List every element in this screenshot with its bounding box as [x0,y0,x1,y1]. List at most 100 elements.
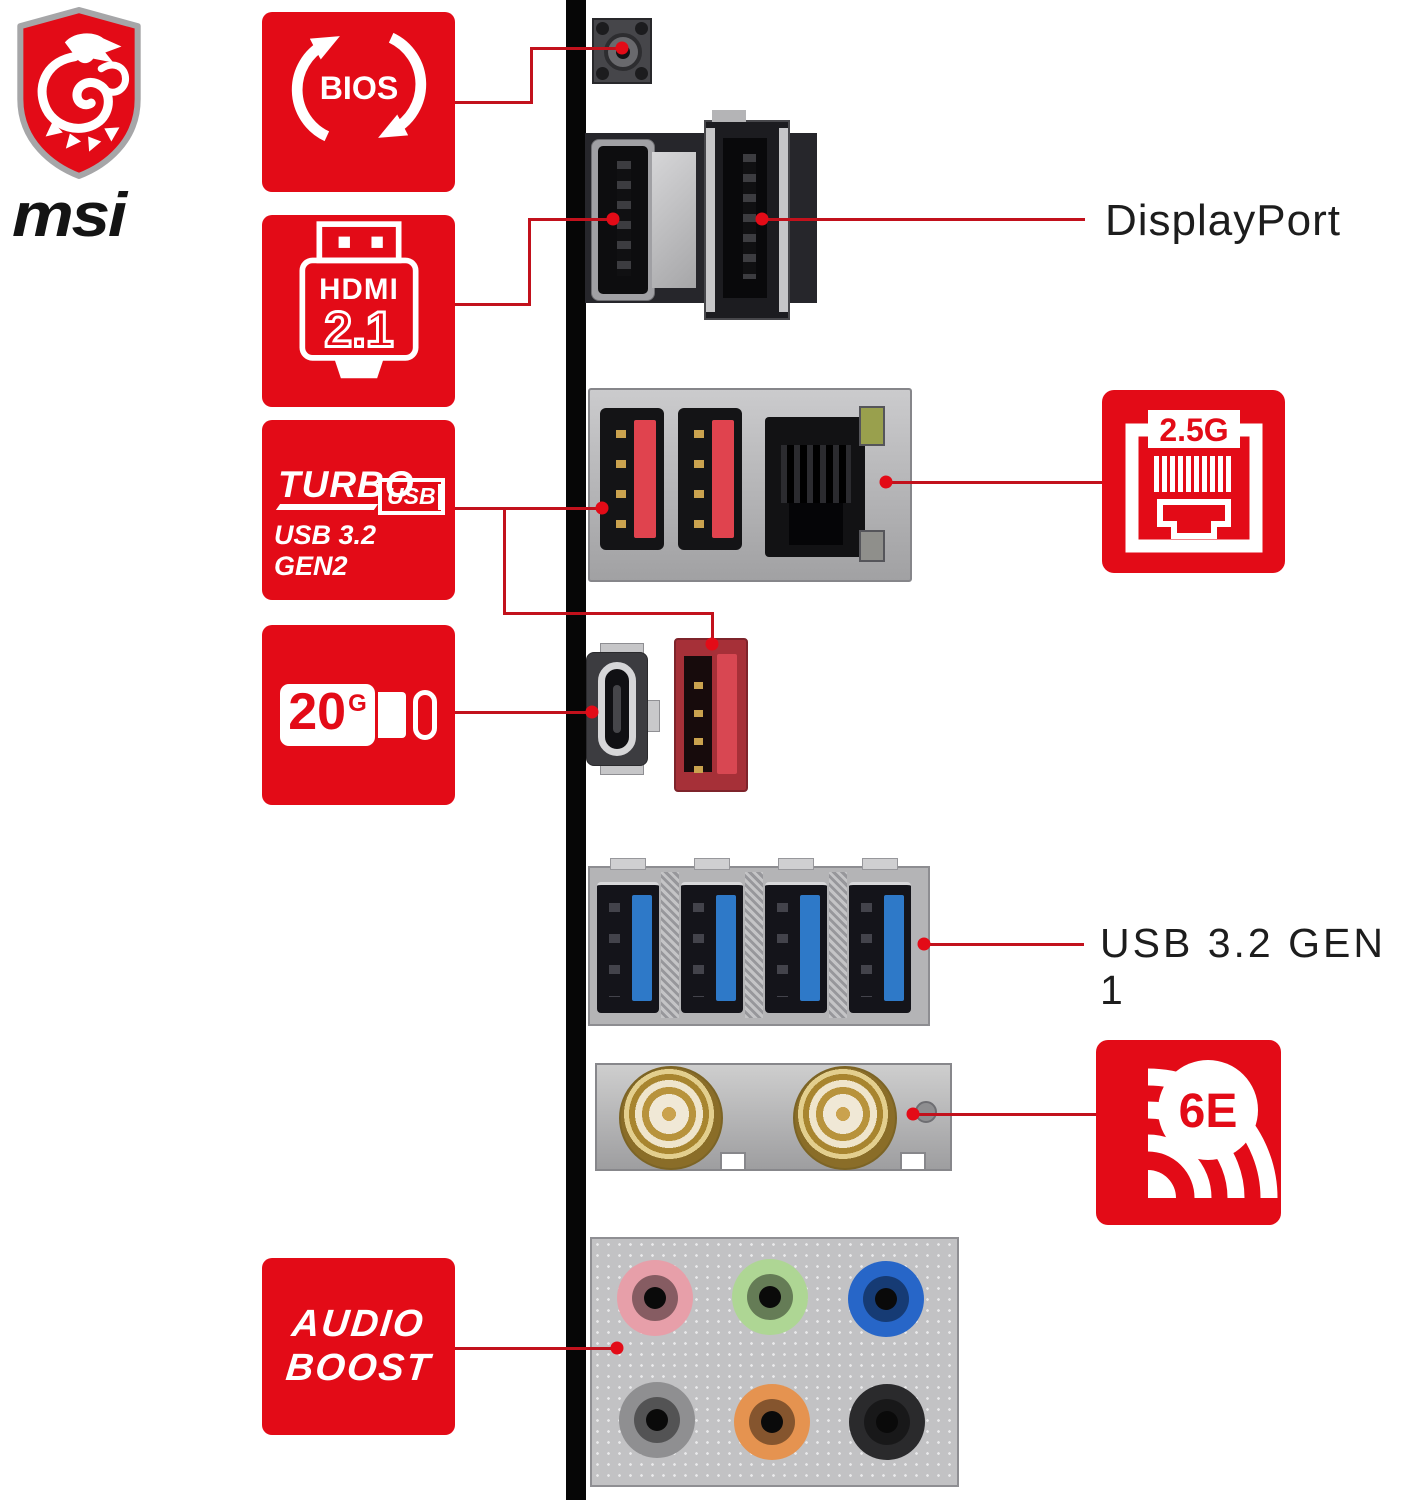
badge-audio-line1: AUDIO [290,1302,428,1345]
usb-shell-tab [778,858,814,870]
icon-lan-label: 2.5G [1159,412,1228,448]
displayport-tab [712,110,746,122]
line-20g [455,711,592,714]
usb-divider [661,872,679,1018]
usb-red-tongue [712,420,734,538]
usb-c-plug-body-icon [377,692,406,738]
line-wifi [913,1113,1096,1116]
badge-20g-unit: G [348,690,367,718]
dot-red-usb-a-2 [705,637,719,651]
badge-bios-label: BIOS [319,70,398,106]
badge-usb-20g: 20 G [262,625,455,805]
line-bios [530,47,622,50]
usb-3-2-gen1-type-a-blue-port [597,882,659,1013]
displayport-pins [743,154,757,279]
button-bolt [596,22,609,35]
icon-wifi-label: 6E [1179,1085,1238,1138]
icon-lan-2-5g: 2.5G [1102,390,1285,573]
usb-3-2-gen2-type-a-red-port [674,638,748,792]
dot-lan [879,475,893,489]
ethernet-rj45-jack-icon: 2.5G [1125,410,1263,553]
usb-shell-tab [610,858,646,870]
rj45-pins [781,445,851,503]
line-hdmi [528,218,613,221]
wifi-antenna-sma-connector [793,1066,897,1170]
msi-dragon-shield-icon [17,7,141,179]
usb-c-shell [598,662,636,756]
usb-blue-tongue [632,895,652,1001]
button-bolt [596,67,609,80]
usb-3-2-gen2-type-a-red-port [600,408,664,550]
label-usb-3-2-gen-1: USB 3.2 GEN 1 [1100,920,1386,1013]
bios-flashback-refresh-arrows-icon: BIOS [291,32,426,142]
button-bolt [635,67,648,80]
badge-20g-value: 20 [288,683,347,742]
usb-blue-tongue [800,895,820,1001]
button-bolt [635,22,648,35]
usb-contacts [777,903,788,997]
usb-3-2-gen2-type-a-red-port [678,408,742,550]
usb-contacts [694,430,704,530]
dot-bios-button [615,41,629,55]
usb-3-2-gen1-type-a-blue-port [765,882,827,1013]
line-turbo-usb [455,507,602,510]
badge-turbo-usb: TURBO USB USB 3.2 GEN2 [262,420,455,600]
lan-link-led [859,530,885,562]
badge-turbo-plug-nub [438,484,445,510]
lan-rj45-2-5g-port [765,417,865,557]
wifi-antenna-bracket [595,1063,952,1171]
usb-contacts [616,430,626,530]
audio-jack-lineout-green [732,1259,808,1335]
usb-contacts [694,682,703,778]
rj45-opening [789,503,843,545]
badge-turbo-usb-box: USB [378,478,445,515]
bracket-notch [900,1152,926,1169]
line-displayport [762,218,1085,221]
line-hdmi [528,218,531,306]
badge-audio-boost: AUDIO BOOST [262,1258,455,1435]
usb-contacts [609,903,620,997]
audio-jack-block [590,1237,959,1487]
usb-divider [829,872,847,1018]
dot-wifi [906,1107,920,1121]
port-spacer-block [652,152,696,288]
line-turbo-usb [503,507,506,615]
badge-hdmi-name: HDMI [319,273,399,306]
line-hdmi [455,303,531,306]
usb-port-opening [684,656,712,778]
label-displayport: DisplayPort [1105,196,1341,245]
usb-3-2-gen1-type-a-blue-port [681,882,743,1013]
dot-usb-gen1 [917,937,931,951]
usb-3-2-gen1-blue-block [588,858,930,1026]
icon-wifi-6e: 6E [1096,1040,1281,1225]
dot-red-usb-a [595,501,609,515]
io-shield-edge [566,0,586,1500]
audio-jack-cs-orange [734,1384,810,1460]
line-turbo-usb [711,612,714,644]
line-audio [455,1347,617,1350]
lan-activity-led [859,406,885,446]
dot-usb-c [585,705,599,719]
hdmi-connector-icon: HDMI 2.1 [299,221,418,379]
audio-jack-mic-pink [617,1260,693,1336]
line-bios [455,101,532,104]
dot-displayport [755,212,769,226]
usb-contacts [693,903,704,997]
audio-jack-rear-black [849,1384,925,1460]
usb-lan-block [588,388,912,582]
displayport-rail [706,128,715,312]
audio-jack-linein-blue [848,1261,924,1337]
badge-turbo-title: TURBO [278,464,415,505]
usb-red-tongue [717,654,737,774]
badge-hdmi-2-1: HDMI 2.1 [262,215,455,407]
hdmi-port-pins [617,160,631,277]
badge-turbo-subtitle: USB 3.2 GEN2 [274,520,377,581]
usb-blue-tongue [716,895,736,1001]
usb-blue-tongue [884,895,904,1001]
line-lan [886,481,1102,484]
usb-shell-tab [862,858,898,870]
line-bios [530,47,533,104]
dot-audio [610,1341,624,1355]
usb-c-tongue [613,685,621,733]
